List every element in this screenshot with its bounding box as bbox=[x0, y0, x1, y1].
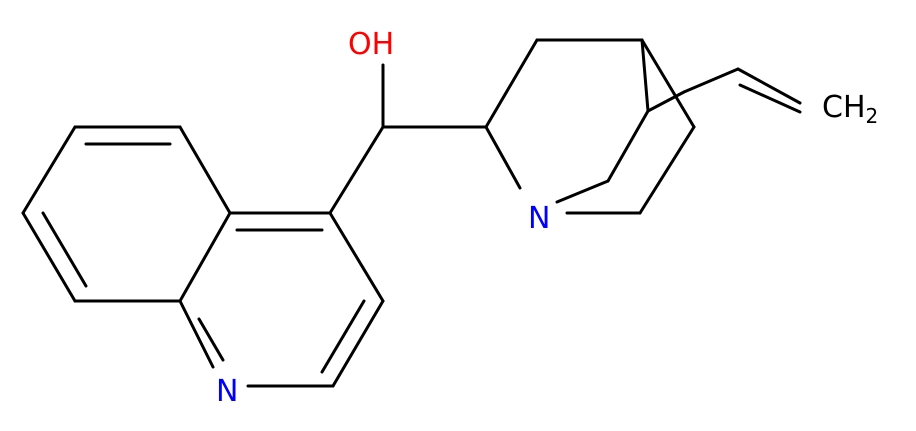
bond bbox=[328, 211, 385, 303]
bond bbox=[21, 211, 77, 303]
bond bbox=[41, 211, 88, 288]
bond bbox=[331, 299, 385, 388]
bond bbox=[646, 90, 686, 113]
bond bbox=[638, 125, 696, 215]
carbinol-center bbox=[328, 63, 488, 215]
bond bbox=[197, 317, 225, 362]
bond bbox=[555, 179, 610, 204]
quinoline-nitrogen-label: N bbox=[216, 374, 238, 409]
quinuclidine-nitrogen-label: N bbox=[528, 201, 550, 236]
bond bbox=[178, 211, 232, 303]
bond bbox=[21, 125, 77, 215]
bond bbox=[178, 125, 232, 215]
quinuclidine-cage bbox=[484, 38, 740, 215]
bond bbox=[328, 125, 385, 215]
bond bbox=[682, 67, 740, 94]
bond bbox=[736, 67, 802, 105]
bond bbox=[640, 38, 696, 129]
vinyl-group bbox=[736, 67, 802, 114]
bond bbox=[738, 83, 802, 114]
bond bbox=[640, 38, 650, 113]
bond bbox=[484, 38, 539, 129]
methylene-label: CH2 bbox=[822, 90, 878, 128]
methylene-main-text: CH bbox=[822, 90, 866, 125]
quinoline-ring bbox=[21, 125, 385, 388]
bond bbox=[484, 125, 522, 190]
hydroxyl-label: OH bbox=[348, 27, 394, 62]
bond bbox=[320, 299, 366, 374]
methylene-subscript: 2 bbox=[866, 104, 879, 128]
bond bbox=[606, 109, 650, 183]
bond bbox=[178, 299, 215, 369]
